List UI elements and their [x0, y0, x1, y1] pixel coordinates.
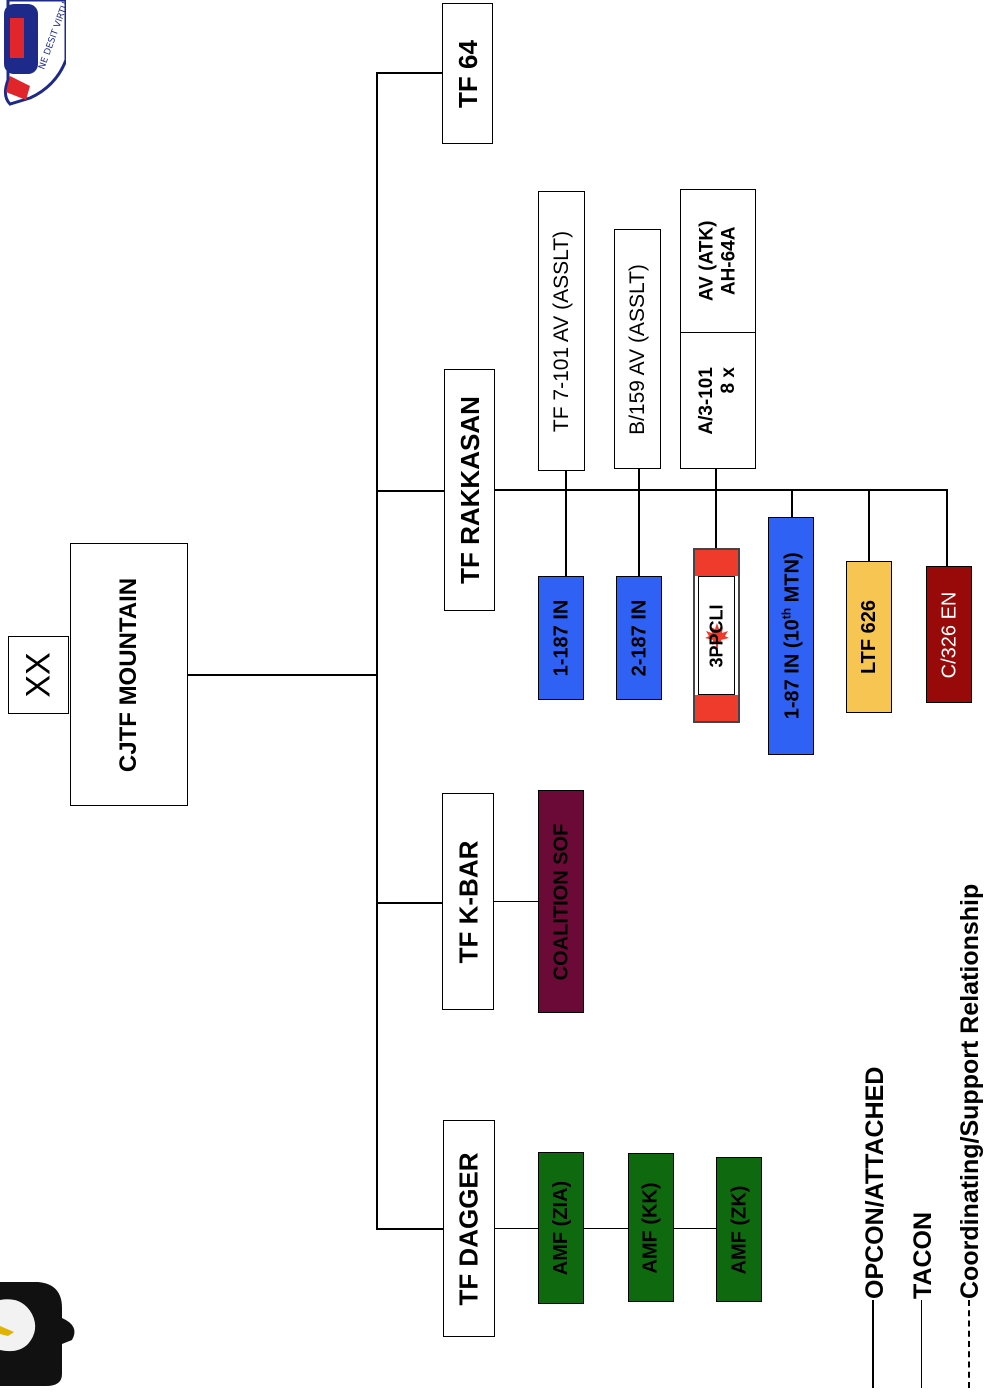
unit-2-187-in-label: 2-187 IN	[628, 599, 650, 677]
tf-rakkasan-label: TF RAKKASAN	[454, 396, 485, 584]
unit-amf-zia-label: AMF (ZIA)	[550, 1180, 573, 1276]
connector-rakkasan	[376, 490, 444, 492]
dagger-connector	[495, 1228, 716, 1229]
unit-amf-zk-label: AMF (ZK)	[728, 1185, 751, 1274]
legend-tacon-label: TACON	[909, 1211, 937, 1299]
tf-kbar-box[interactable]: TF K-BAR	[442, 793, 494, 1010]
tf-dagger-box[interactable]: TF DAGGER	[443, 1120, 495, 1337]
legend-opcon: OPCON/ATTACHED	[861, 1067, 890, 1299]
tf64-box[interactable]: TF 64	[442, 3, 493, 144]
legend-opcon-label: OPCON/ATTACHED	[861, 1066, 889, 1299]
a3-101-qty: 8 x	[717, 367, 739, 394]
flag-red-band	[695, 695, 738, 721]
a3-101-label: A/3-101	[696, 367, 718, 435]
unit-1-87-in-sup: th	[779, 608, 794, 620]
connector-tf64	[376, 72, 442, 74]
tf7-101-av-label: TF 7-101 AV (ASSLT)	[550, 230, 573, 432]
tf-kbar-label: TF K-BAR	[453, 840, 484, 963]
echelon-box: XX	[8, 636, 69, 714]
unit-coalition-sof-label: COALITION SOF	[550, 823, 573, 980]
unit-amf-zk[interactable]: AMF (ZK)	[716, 1157, 762, 1302]
unit-3ppcli[interactable]: 3PPCLI	[693, 548, 740, 723]
tf-dagger-label: TF DAGGER	[454, 1151, 485, 1306]
legend-opcon-line	[872, 1300, 874, 1388]
legend-coord-line	[968, 1300, 970, 1388]
drop-1-187	[565, 471, 567, 576]
flag-white-field	[698, 576, 735, 695]
unit-c326-en-label: C/326 EN	[938, 591, 960, 678]
unit-ltf626-label: LTF 626	[858, 599, 880, 675]
legend-tacon: TACON	[909, 1212, 938, 1299]
connector-kbar	[378, 902, 442, 904]
unit-3ppcli-label: 3PPCLI	[706, 603, 727, 668]
maple-leaf-icon	[704, 622, 729, 649]
atk-cell: AV (ATK) AH-64A	[681, 190, 755, 332]
a3-101-box[interactable]: A/3-101 8 x AV (ATK) AH-64A	[680, 189, 756, 469]
screaming-eagle-insignia-icon	[0, 1282, 75, 1386]
drop-ltf626	[868, 489, 870, 561]
atk-type: AH-64A	[718, 226, 739, 296]
unit-2-187-in[interactable]: 2-187 IN	[616, 576, 662, 700]
drop-2-187	[638, 468, 640, 576]
task-force-trunk	[376, 72, 378, 1230]
legend-coord: Coordinating/Support Relationship	[956, 884, 985, 1299]
unit-amf-zia[interactable]: AMF (ZIA)	[538, 1152, 584, 1304]
unit-c326-en[interactable]: C/326 EN	[926, 566, 972, 703]
unit-1-187-in[interactable]: 1-187 IN	[538, 576, 584, 700]
a3-101-text: A/3-101 8 x	[696, 367, 740, 435]
unit-amf-kk[interactable]: AMF (KK)	[628, 1153, 674, 1302]
atk-label: AV (ATK)	[696, 220, 718, 302]
drop-1-87	[791, 489, 793, 517]
tf-rakkasan-box[interactable]: TF RAKKASAN	[444, 369, 495, 611]
rakkasan-bus	[495, 489, 947, 491]
connector-dagger	[376, 1228, 443, 1230]
a3-101-cell: A/3-101 8 x	[681, 332, 755, 468]
tf7-101-av-box[interactable]: TF 7-101 AV (ASSLT)	[538, 191, 585, 471]
legend-coord-label: Coordinating/Support Relationship	[956, 883, 984, 1299]
unit-1-87-in-label: 1-87 IN (10th MTN)	[779, 552, 803, 720]
kbar-connector	[494, 901, 538, 902]
rakkasan-crest-icon: NE DESIT VIRTUS	[3, 0, 66, 106]
unit-1-87-in-text-b: MTN)	[780, 552, 803, 609]
legend-tacon-line	[921, 1300, 922, 1388]
unit-ltf626[interactable]: LTF 626	[846, 561, 892, 713]
flag-red-band	[695, 550, 738, 576]
tf64-label: TF 64	[452, 39, 483, 108]
b159-av-box[interactable]: B/159 AV (ASSLT)	[614, 229, 661, 469]
unit-1-87-in[interactable]: 1-87 IN (10th MTN)	[768, 517, 814, 755]
atk-text: AV (ATK) AH-64A	[696, 221, 740, 302]
unit-amf-kk-label: AMF (KK)	[640, 1181, 662, 1274]
unit-1-187-in-label: 1-187 IN	[550, 599, 572, 677]
drop-c326	[946, 489, 948, 566]
echelon-label: XX	[19, 652, 58, 698]
cjtf-mountain-box[interactable]: CJTF MOUNTAIN	[70, 543, 188, 806]
hq-connector	[188, 674, 377, 676]
drop-3ppcli	[715, 468, 717, 548]
unit-coalition-sof[interactable]: COALITION SOF	[538, 790, 584, 1013]
unit-1-87-in-text-a: 1-87 IN (10	[780, 619, 803, 720]
cjtf-mountain-label: CJTF MOUNTAIN	[115, 577, 143, 772]
b159-av-label: B/159 AV (ASSLT)	[626, 263, 649, 435]
